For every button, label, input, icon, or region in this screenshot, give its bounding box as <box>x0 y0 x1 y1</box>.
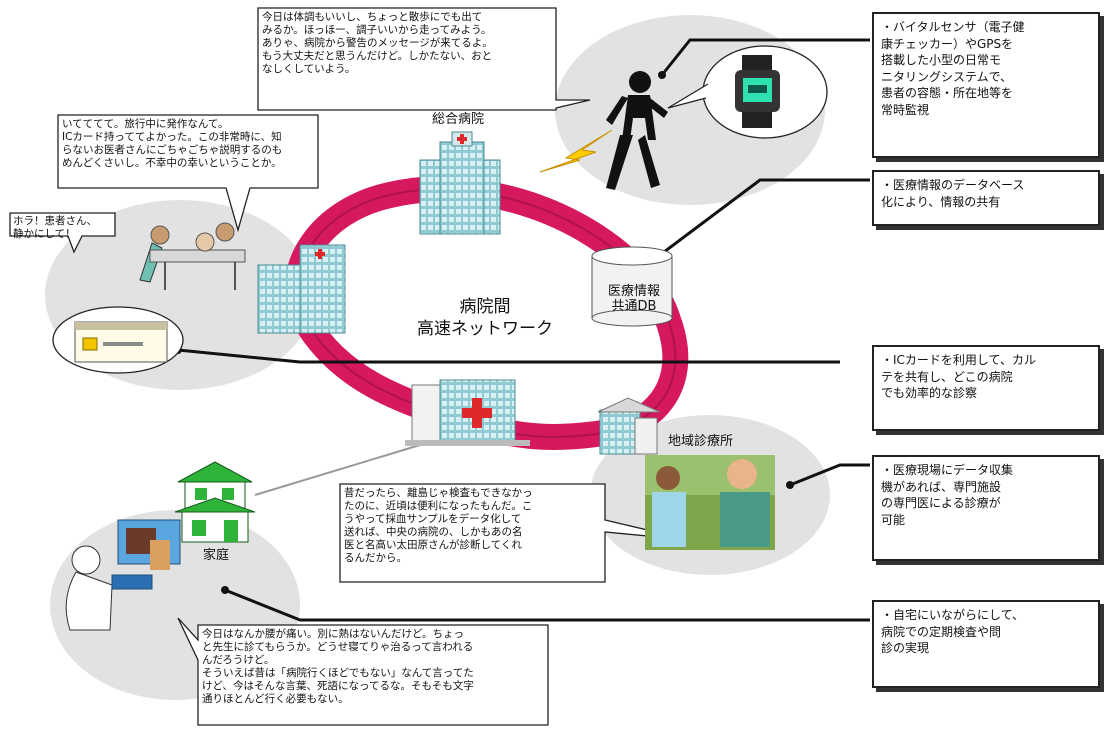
note-vital-monitoring: ・バイタルセンサ（電子健 康チェッカー）やGPSを 搭載した小型の日常モ ニタリ… <box>872 12 1100 158</box>
central-hospital-icon <box>405 379 530 446</box>
clinic-speech-bubble: 昔だったら、離島じゃ検査もできなかっ たのに、近頃は便利になったもんだ。こ うや… <box>344 487 533 564</box>
stretcher-scene-icon <box>139 222 246 290</box>
network-label-line1: 病院間 <box>459 297 511 317</box>
network-label-line2: 高速ネットワーク <box>417 319 553 339</box>
callout-lines <box>177 38 870 622</box>
home-bubble-shape <box>177 617 549 726</box>
traveler-speech-bubble: いてててて。旅行中に発作なんて。 ICカード持っててよかった。この非常時に、知 … <box>62 118 283 169</box>
general-hospital-icon <box>419 131 501 235</box>
note-home-checkup: ・自宅にいながらにして、 病院での定期検査や問 診の実現 <box>872 600 1100 688</box>
network-label: 病院間 高速ネットワーク <box>400 296 570 340</box>
nurse-speech-bubble: ホラ！患者さん、 静かにして！ <box>13 215 97 240</box>
walker-bubble-shape <box>257 7 591 111</box>
database-label-line1: 医療情報 <box>607 284 660 299</box>
home-label: 家庭 <box>203 548 230 563</box>
home-speech-bubble: 今日はなんか腰が痛い。別に熱はないんだけど。ちょっ と先生に診てもらうか。どうせ… <box>202 628 474 705</box>
walking-person-icon <box>606 71 668 190</box>
watch-icon <box>735 55 780 128</box>
note-ic-card: ・ICカードを利用して、カル テを共有し、どこの病院 でも効率的な診察 <box>872 345 1100 431</box>
note-database-sharing: ・医療情報のデータベース 化により、情報の共有 <box>872 170 1100 226</box>
doctor-patient-scene <box>645 455 775 550</box>
house-icon <box>174 461 256 543</box>
regional-clinic-label: 地域診療所 <box>668 434 734 449</box>
person-at-computer-icon <box>65 519 181 631</box>
ic-card-icon <box>74 321 168 363</box>
walker-speech-bubble: 今日は体調もいいし、ちょっと散歩にでも出て みるか。ほっほー、調子いいから走って… <box>262 11 493 75</box>
regional-clinic-icon <box>597 397 661 455</box>
note-remote-diagnosis: ・医療現場にデータ収集 機があれば、専門施設 の専門医による診療が 可能 <box>872 455 1100 561</box>
database-label-line2: 共通DB <box>611 299 657 314</box>
lightning-icon <box>539 129 613 173</box>
database-icon <box>591 246 673 327</box>
database-label: 医療情報 共通DB <box>604 284 664 314</box>
nurse-bubble-shape <box>9 212 116 254</box>
emergency-hospital-icon <box>257 244 346 334</box>
traveler-bubble-shape <box>57 114 319 233</box>
general-hospital-label: 総合病院 <box>432 112 485 127</box>
